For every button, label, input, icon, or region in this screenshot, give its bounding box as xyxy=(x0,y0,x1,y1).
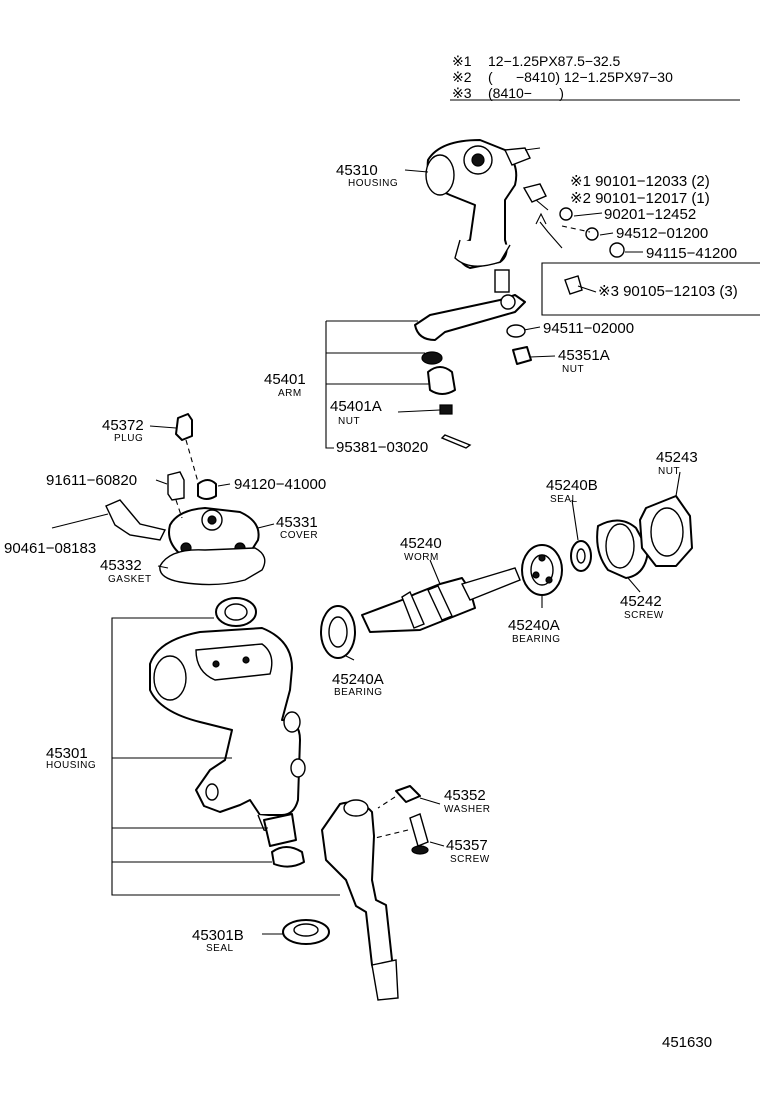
part-45240A-left-caption: BEARING xyxy=(334,687,383,698)
part-45240B-number: 45240B xyxy=(546,477,598,494)
part-45240A-right-caption: BEARING xyxy=(512,634,561,645)
part-90101-12017-number: ※2 90101−12017 (1) xyxy=(570,190,710,207)
diagram-id: 451630 xyxy=(662,1034,712,1051)
worm-leader-lines xyxy=(345,471,681,661)
part-45301-caption: HOUSING xyxy=(46,760,96,771)
part-90101-12033-number: ※1 90101−12033 (2) xyxy=(570,173,710,190)
note-1-mark: ※1 xyxy=(452,53,472,69)
part-90105-12103-number: ※3 90105−12103 (3) xyxy=(598,283,738,300)
part-45401-number: 45401 xyxy=(264,371,306,388)
part-45242-number: 45242 xyxy=(620,593,662,610)
part-45352-number: 45352 xyxy=(444,787,486,804)
part-45401-caption: ARM xyxy=(278,388,302,399)
part-45243-caption: NUT xyxy=(658,466,680,477)
part-94511-02000-number: 94511−02000 xyxy=(543,320,634,337)
part-45240A-left-number: 45240A xyxy=(332,671,384,688)
housing-assembly-drawing xyxy=(414,139,625,449)
note-1-text: 12−1.25PX87.5−32.5 xyxy=(488,53,621,69)
notes-box: ※1 12−1.25PX87.5−32.5 ※2 ( −8410) 12−1.2… xyxy=(450,53,740,101)
part-45372-number: 45372 xyxy=(102,417,144,434)
part-45331-caption: COVER xyxy=(280,530,318,541)
part-45357-number: 45357 xyxy=(446,837,488,854)
part-45310-caption: HOUSING xyxy=(348,178,398,189)
part-45351A-caption: NUT xyxy=(562,364,584,375)
cover-assembly-drawing xyxy=(105,413,266,586)
part-90201-12452-number: 90201−12452 xyxy=(604,206,696,223)
part-94120-41000-number: 94120−41000 xyxy=(234,476,326,493)
part-45332-caption: GASKET xyxy=(108,574,152,585)
part-45310-number: 45310 xyxy=(336,162,378,179)
part-45243-number: 45243 xyxy=(656,449,698,466)
part-45240B-caption: SEAL xyxy=(550,494,578,505)
part-45242-caption: SCREW xyxy=(624,610,664,621)
note-3-mark: ※3 xyxy=(452,85,472,101)
part-45240-caption: WORM xyxy=(404,552,439,563)
part-45401A-number: 45401A xyxy=(330,398,382,415)
part-45401A-caption: NUT xyxy=(338,416,360,427)
part-45352-caption: WASHER xyxy=(444,804,491,815)
part-labels: 45310 HOUSING ※1 90101−12033 (2) ※2 9010… xyxy=(4,162,738,1051)
upper-leader-lines xyxy=(325,169,760,449)
part-45240-number: 45240 xyxy=(400,535,442,552)
worm-assembly-drawing xyxy=(320,495,693,659)
part-45351A-number: 45351A xyxy=(558,347,610,364)
main-housing-drawing xyxy=(149,597,429,1001)
part-45301B-caption: SEAL xyxy=(206,943,234,954)
note-3-text: (8410− ) xyxy=(488,85,564,101)
part-94512-01200-number: 94512−01200 xyxy=(616,225,708,242)
part-91611-60820-number: 91611−60820 xyxy=(46,472,137,489)
note-2-text: ( −8410) 12−1.25PX97−30 xyxy=(488,69,673,85)
cover-leader-lines xyxy=(51,425,275,569)
part-94115-41200-number: 94115−41200 xyxy=(646,245,737,262)
part-45357-caption: SCREW xyxy=(450,854,490,865)
part-95381-03020-number: 95381−03020 xyxy=(336,439,428,456)
part-90461-08183-number: 90461−08183 xyxy=(4,540,96,557)
part-45301-number: 45301 xyxy=(46,745,88,762)
part-45331-number: 45331 xyxy=(276,514,318,531)
part-45332-number: 45332 xyxy=(100,557,142,574)
note-2-mark: ※2 xyxy=(452,69,472,85)
main-housing-leader-lines xyxy=(111,617,445,935)
part-45240A-right-number: 45240A xyxy=(508,617,560,634)
part-45301B-number: 45301B xyxy=(192,927,244,944)
part-45372-caption: PLUG xyxy=(114,433,143,444)
